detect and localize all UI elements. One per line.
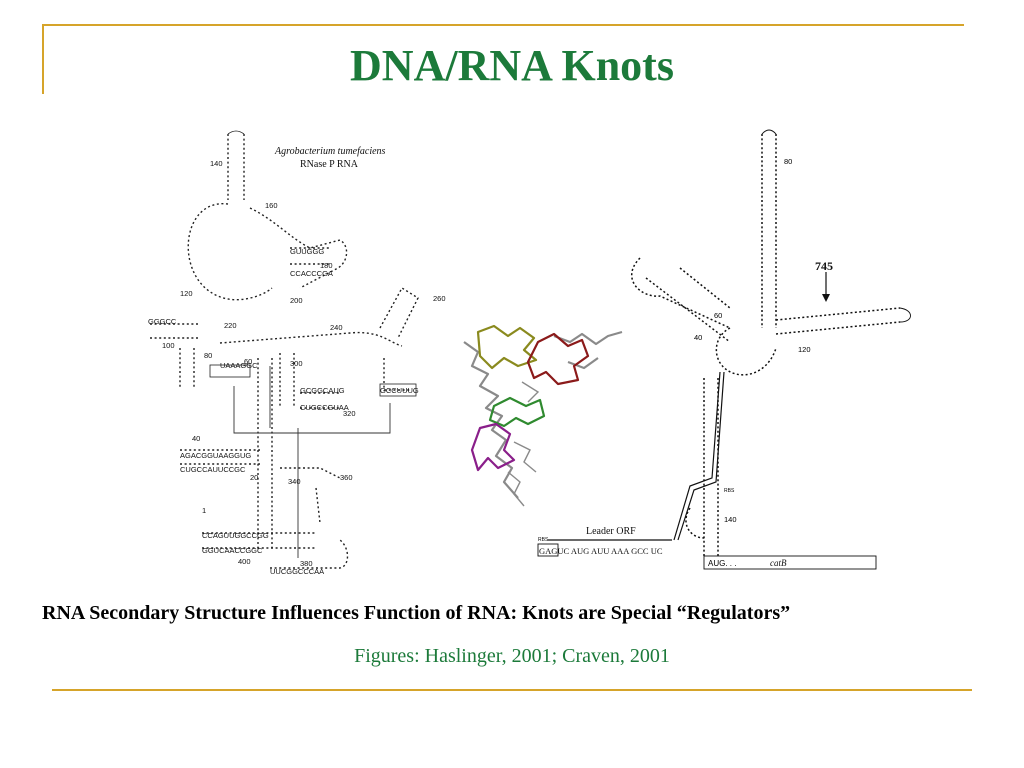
sequence-fragment: UUCGGCCCAA [270, 567, 324, 576]
sequence-fragment: AGACGGUAAGGUG [180, 451, 251, 460]
box-start-text: AUG. . . [708, 559, 736, 568]
rbs-label-right: RBS [724, 488, 735, 494]
position-label: 400 [238, 557, 251, 566]
position-label: 220 [224, 321, 237, 330]
domain-green [488, 396, 546, 428]
gene-name-label: catB [770, 558, 787, 568]
sequence-fragment: CCAGUUGGCCGG [202, 531, 269, 540]
position-label: 160 [265, 201, 278, 210]
position-label: 80 [784, 157, 792, 166]
position-label: 180 [320, 261, 333, 270]
domain-gray-left [463, 341, 519, 499]
rbs-label-left: RBS [538, 537, 549, 543]
position-label: 60 [714, 311, 722, 320]
sequence-fragment: GCGGCAUG [300, 386, 345, 395]
leader-sequence: GAGUC AUG AUU AAA GCC UC [539, 546, 663, 556]
position-label: 40 [192, 434, 200, 443]
position-label: 40 [694, 333, 702, 342]
position-label: 120 [798, 345, 811, 354]
domain-red [526, 332, 590, 386]
rna-3d-structure-figure [463, 324, 623, 507]
sequence-fragment: GGGCC [148, 317, 177, 326]
position-label: 300 [290, 359, 303, 368]
rnase-p-secondary-structure-figure: Agrobacterium tumefaciens RNase P RNA [148, 130, 446, 576]
position-label: 200 [290, 296, 303, 305]
sequence-fragment: GGUCAACCGGC [202, 546, 263, 555]
top-rule [42, 24, 964, 26]
position-label: 80 [204, 351, 212, 360]
molecule-label: RNase P RNA [300, 159, 359, 170]
sequence-fragment: CUGCCAUUCCGC [180, 465, 246, 474]
sequence-fragment: UAAAGGC [220, 361, 258, 370]
position-label: 240 [330, 323, 343, 332]
position-label: 100 [162, 341, 175, 350]
domain-olive [476, 324, 538, 370]
organism-label: Agrobacterium tumefaciens [274, 146, 386, 157]
sequence-fragment: GUUGGG [290, 247, 324, 256]
position-label: 380 [300, 559, 313, 568]
figure-credit: Figures: Haslinger, 2001; Craven, 2001 [354, 645, 670, 667]
position-label: 120 [180, 289, 193, 298]
bottom-rule [52, 689, 972, 691]
leader-orf-label: Leader ORF [586, 526, 636, 537]
position-label: 20 [250, 473, 258, 482]
left-rule [42, 24, 44, 94]
position-label: 340 [288, 477, 301, 486]
position-label: 360 [340, 473, 353, 482]
domain-gray-right [553, 330, 623, 370]
catb-leader-structure-figure: 745 Leader ORF RBS RBS GAGUC AUG AUU AAA… [537, 129, 911, 570]
position-label: 320 [343, 409, 356, 418]
slide-title: DNA/RNA Knots [350, 41, 674, 90]
position-label: 260 [433, 294, 446, 303]
sequence-fragment: CCACCCGA [290, 269, 333, 278]
domain-purple [470, 422, 516, 472]
sequence-fragment: GCCUUUG [380, 386, 419, 395]
marker-745-label: 745 [815, 259, 833, 273]
position-label: 140 [724, 515, 737, 524]
position-label: 60 [244, 357, 252, 366]
position-label: 1 [202, 506, 206, 515]
slide-caption: RNA Secondary Structure Influences Funct… [42, 602, 791, 624]
position-label: 140 [210, 159, 223, 168]
sequence-fragment: CUGCCGUAA [300, 403, 349, 412]
